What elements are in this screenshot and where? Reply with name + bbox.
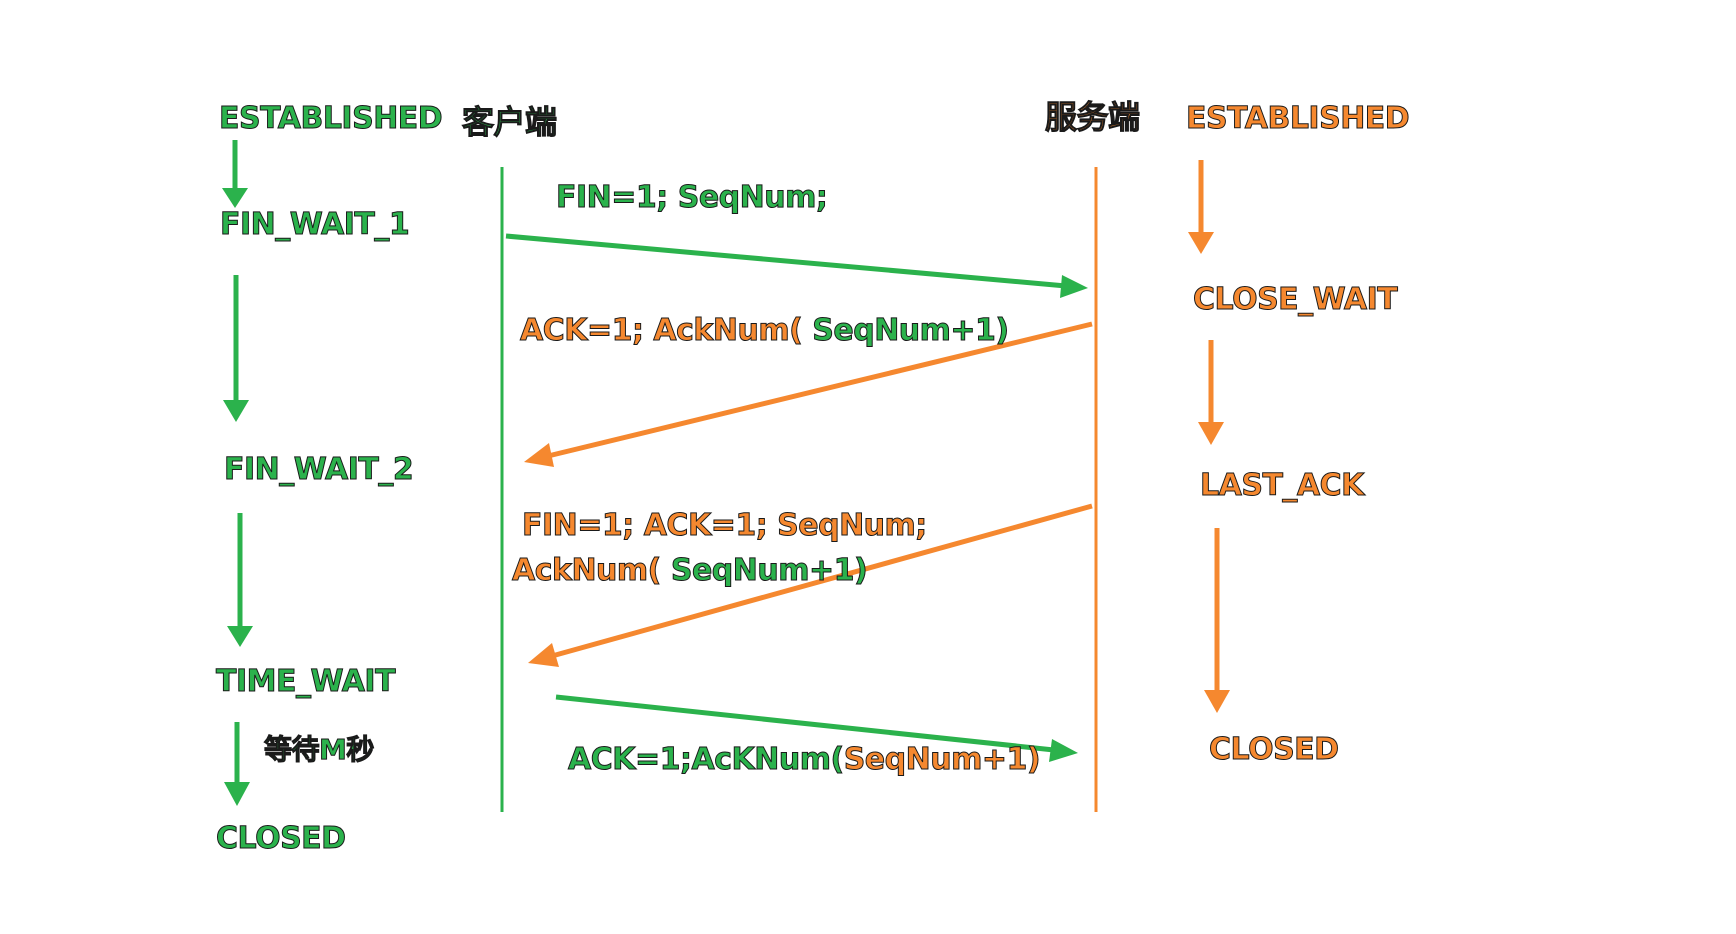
message-label-ack-part: ACK=1; AckNum( bbox=[519, 313, 803, 348]
message-label-fin-ack-line1: FIN=1; ACK=1; SeqNum; bbox=[522, 508, 928, 543]
client-state-time-wait: TIME_WAIT bbox=[215, 664, 396, 699]
message-label-fin-ack-line2: AckNum( SeqNum+1) bbox=[512, 553, 869, 588]
server-state-arrow bbox=[1204, 528, 1230, 713]
message-arrow-ack-server bbox=[524, 321, 1093, 467]
server-state-closed: CLOSED bbox=[1209, 732, 1340, 767]
client-state-arrow bbox=[223, 275, 249, 422]
server-state-close-wait: CLOSE_WAIT bbox=[1192, 282, 1398, 317]
message-label-seq-part: SeqNum+1) bbox=[802, 313, 1010, 348]
client-state-arrow bbox=[222, 140, 248, 208]
message-label-final-ack: ACK=1;AcKNum(SeqNum+1) bbox=[568, 742, 1042, 777]
message-label-seq-part: SeqNum+1) bbox=[843, 742, 1041, 777]
client-state-established: ESTABLISHED bbox=[218, 101, 443, 136]
client-state-arrow bbox=[224, 722, 250, 806]
server-title: 服务端 bbox=[1045, 98, 1141, 136]
client-state-fin-wait-1: FIN_WAIT_1 bbox=[219, 207, 410, 242]
message-label-seq-part: SeqNum+1) bbox=[660, 553, 868, 588]
message-label-acknum-part: AckNum( bbox=[512, 553, 662, 588]
client-wait-note: 等待M秒 bbox=[264, 733, 375, 766]
message-arrow-fin-server bbox=[528, 503, 1093, 667]
message-label-ack: ACK=1; AckNum( SeqNum+1) bbox=[519, 313, 1010, 348]
message-arrow-fin-client bbox=[505, 233, 1088, 298]
message-arrow-ack-client bbox=[555, 694, 1078, 762]
server-state-arrow bbox=[1198, 340, 1224, 445]
message-label-ack-part: ACK=1;AcKNum( bbox=[568, 742, 845, 777]
client-state-arrow bbox=[227, 513, 253, 647]
client-title: 客户端 bbox=[462, 103, 558, 141]
server-state-established: ESTABLISHED bbox=[1185, 101, 1410, 136]
server-state-arrow bbox=[1188, 160, 1214, 254]
server-state-last-ack: LAST_ACK bbox=[1200, 468, 1365, 503]
client-state-fin-wait-2: FIN_WAIT_2 bbox=[223, 452, 414, 487]
client-state-closed: CLOSED bbox=[216, 821, 347, 856]
message-label-fin: FIN=1; SeqNum; bbox=[555, 180, 828, 215]
